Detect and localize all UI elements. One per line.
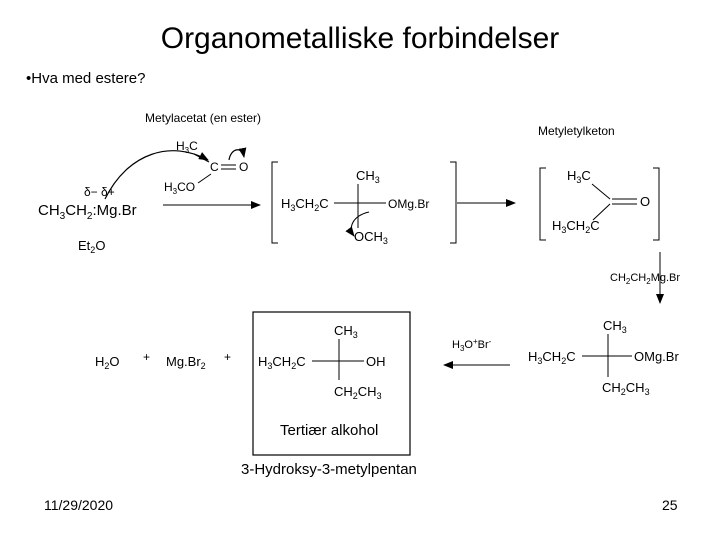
slide-date: 11/29/2020 [44,497,114,513]
tertiary-alcohol-structure: CH3 H3CH2C OH CH2CH3 [258,323,386,401]
svg-text:δ− δ+: δ− δ+ [84,185,115,199]
svg-text:CH2CH3: CH2CH3 [334,384,382,401]
acid-workup: H3O+Br- [452,337,492,353]
ester-label: Metylacetat (en ester) [145,111,261,125]
svg-text:OMg.Br: OMg.Br [388,197,429,211]
product-box [252,311,411,456]
ketone-label: Metyletylketon [538,124,615,138]
svg-text:Et2O: Et2O [78,238,105,255]
tetrahedral-intermediate: CH3 H3CH2C OMg.Br OCH3 [271,161,457,246]
svg-text:CH2CH3: CH2CH3 [602,380,650,397]
svg-text:CH3CH2:Mg.Br: CH3CH2:Mg.Br [38,202,137,222]
alkoxide-intermediate: CH3 H3CH2C OMg.Br CH2CH3 [528,318,679,397]
svg-text:H3CH2C: H3CH2C [528,349,576,366]
svg-text:H3C: H3C [176,139,198,155]
grignard-reagent: δ− δ+ CH3CH2:Mg.Br Et2O [38,150,209,255]
ketone-structure: H3C O H3CH2C [539,167,660,241]
svg-text:H2O: H2O [95,354,120,371]
slide-title: Organometalliske forbindelser [160,22,560,55]
svg-text:H3C: H3C [567,168,591,185]
svg-text:OH: OH [366,354,386,369]
svg-text:OMg.Br: OMg.Br [634,349,679,364]
svg-text:+: + [143,350,150,364]
svg-text:C: C [210,160,219,174]
svg-text:CH3: CH3 [603,318,627,335]
svg-text:OCH3: OCH3 [354,229,388,246]
product-name: 3-Hydroksy-3-metylpentan [241,461,417,478]
svg-text:CH3: CH3 [334,323,358,340]
methyl-acetate-structure: H3C C O H3CO [164,139,248,196]
svg-text:+: + [224,350,231,364]
tertiary-alcohol-label: Tertiær alkohol [280,422,378,439]
svg-text:H3CH2C: H3CH2C [552,218,600,235]
svg-text:CH3: CH3 [356,168,380,185]
svg-text:H3CH2C: H3CH2C [258,354,306,371]
svg-text:H3CO: H3CO [164,180,195,196]
svg-text:O: O [640,194,650,209]
bullet-text: •Hva med estere? [26,70,146,87]
page-number: 25 [662,497,678,513]
svg-text:O: O [239,160,248,174]
svg-text:Mg.Br2: Mg.Br2 [166,354,206,371]
svg-text:H3CH2C: H3CH2C [281,196,329,213]
second-grignard: CH2CH2Mg.Br [610,272,680,286]
byproducts: H2O + Mg.Br2 + [95,350,231,371]
